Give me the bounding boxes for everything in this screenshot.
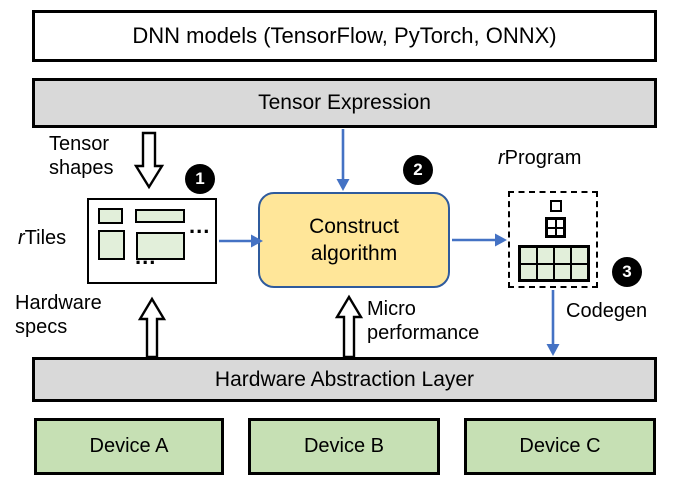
flow-arrow-tensor-expression-to-construct [336,129,350,191]
micro-performance-label: Micro performance [367,298,480,344]
hardware-abstraction-label: Hardware Abstraction Layer [214,367,475,391]
rprogram-node [508,191,598,288]
rprogram-tiny-square [550,200,562,212]
step-1-badge: 1 [185,164,215,194]
rtile-wide-2 [136,232,185,260]
rprogram-green-grid [518,245,590,282]
flow-arrow-rtiles-to-construct [219,234,263,248]
tensor-expression-layer: Tensor Expression [32,78,657,128]
hardware-specs-label: Hardware specs [15,292,102,338]
device-a-box: Device A [34,418,224,475]
dnn-models-label: DNN models (TensorFlow, PyTorch, ONNX) [132,23,557,48]
rtile-small-1 [98,208,123,224]
rtiles-label: rTiles [18,227,67,249]
device-c-box: Device C [464,418,656,475]
codegen-label: Codegen [566,300,648,322]
device-b-box: Device B [248,418,440,475]
construct-algorithm-node: Construct algorithm [258,192,450,288]
rprogram-label: rProgram [498,147,582,169]
micro-performance-up-arrow-icon [334,294,364,359]
rtiles-node: ... ... [87,198,217,284]
flow-arrow-construct-to-rprogram [452,233,507,247]
rtile-small-2 [98,230,125,260]
step-3-badge: 3 [612,257,642,287]
tensor-shapes-label: Tensor shapes [49,133,114,179]
hardware-specs-up-arrow-icon [137,296,167,359]
rtiles-ellipsis-bottom: ... [135,244,157,269]
step-2-badge: 2 [403,155,433,185]
flow-arrow-codegen-down [546,290,560,356]
rtiles-ellipsis-right: ... [189,213,211,238]
tensor-expression-label: Tensor Expression [258,91,431,114]
rtile-wide-1 [135,209,185,223]
hardware-abstraction-layer: Hardware Abstraction Layer [32,357,657,402]
rprogram-2x2-grid [545,217,566,238]
tensor-shapes-down-arrow-icon [133,131,165,190]
dnn-models-layer: DNN models (TensorFlow, PyTorch, ONNX) [32,10,657,62]
